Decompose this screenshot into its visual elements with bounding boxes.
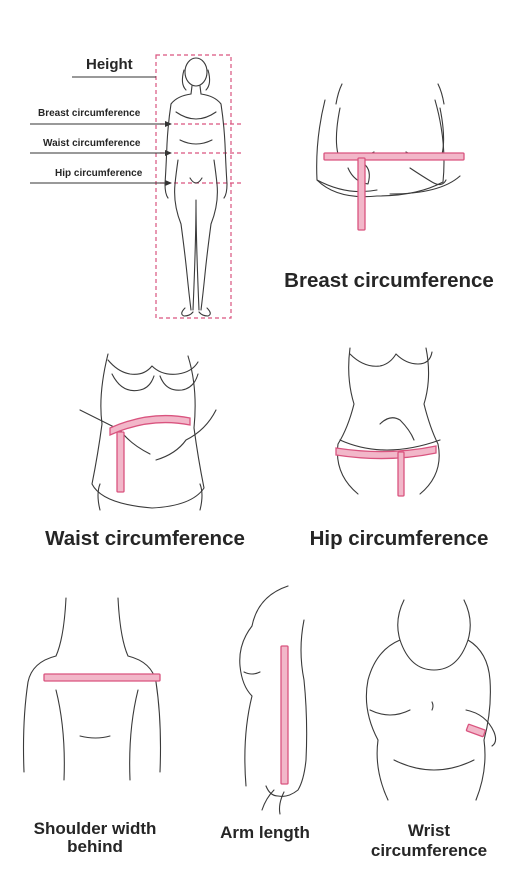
wrist-drawing (365, 599, 497, 801)
shoulder-drawing (22, 597, 162, 781)
breast-label: Breast circumference (38, 108, 141, 119)
shoulder-panel: Shoulder width behind (0, 590, 190, 860)
arm-title: Arm length (220, 823, 310, 842)
hip-title: Hip circumference (309, 527, 489, 550)
hip-panel: Hip circumference (280, 340, 518, 560)
wrist-title-line1: Wrist (407, 821, 451, 840)
shoulder-title-line1: Shoulder width (33, 819, 157, 838)
breast-panel: Breast circumference (260, 0, 518, 330)
height-chart: Height Breast circumference Waist circum… (0, 0, 260, 330)
breast-title: Breast circumference (284, 269, 494, 292)
arm-panel: Arm length (200, 580, 330, 860)
waist-label: Waist circumference (43, 138, 141, 149)
waist-title: Waist circumference (45, 527, 245, 550)
hip-label: Hip circumference (55, 168, 143, 179)
shoulder-title-line2: behind (67, 837, 123, 856)
waist-panel: Waist circumference (0, 340, 290, 560)
height-label: Height (86, 56, 133, 73)
wrist-panel: Wrist circumference (340, 590, 518, 870)
hip-drawing (335, 347, 441, 497)
arm-drawing (239, 585, 308, 815)
breast-drawing (316, 83, 465, 231)
wrist-title-line2: circumference (370, 841, 488, 860)
waist-drawing (79, 353, 217, 511)
height-figure-drawing (30, 54, 243, 319)
